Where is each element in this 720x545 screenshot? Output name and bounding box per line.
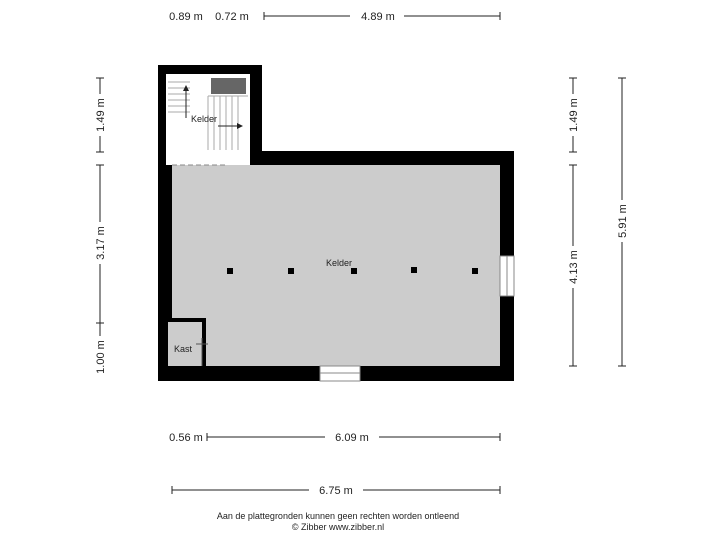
dim-left-a-bg [92,94,108,136]
dim-right-a-bg [565,94,581,136]
dim-left-a: 1.49 m [95,98,107,132]
wall-stair-right [250,65,262,165]
dim-top-c-bg [350,9,404,22]
dim-left-b: 3.17 m [95,226,107,260]
dim-bottom-c: 6.75 m [319,485,353,497]
dim-right-c: 5.91 m [617,204,629,238]
dark-block [211,78,246,94]
dim-bottom-b-bg [325,430,379,443]
wall-main-top [250,151,514,165]
dim-right-c-bg [614,200,630,242]
column-marker-icon [472,268,478,274]
room-label-stair-area: Kelder [191,114,217,124]
dim-top-c: 4.89 m [361,11,395,23]
wall-right-upper [500,151,514,256]
stair-arrow-icon [183,85,243,129]
footer-copyright: © Zibber www.zibber.nl [292,522,384,532]
closet [164,318,208,370]
dim-bottom-c-bg [309,483,363,496]
dim-right-b-bg [565,246,581,288]
footer-disclaimer: Aan de plattegronden kunnen geen rechten… [217,511,459,521]
dim-bottom-b: 6.09 m [335,432,369,444]
room-label-closet: Kast [174,344,193,354]
column-markers [227,267,478,274]
window-bottom [319,365,361,382]
room-label-main: Kelder [326,258,352,268]
dim-bottom-a: 0.56 m [169,432,203,444]
window-right [499,255,515,297]
floor-main [172,165,500,366]
dim-top-b: 0.72 m [215,11,249,23]
dim-left-c: 1.00 m [95,340,107,374]
dim-right-a: 1.49 m [568,98,580,132]
wall-bottom-right [360,366,514,381]
wall-stair-top [158,65,262,74]
column-marker-icon [411,267,417,273]
column-marker-icon [351,268,357,274]
column-marker-icon [227,268,233,274]
dim-top-a: 0.89 m [169,11,203,23]
dim-right-b: 4.13 m [568,250,580,284]
dim-left-c-bg [92,336,108,378]
dim-left-b-bg [92,222,108,264]
wall-right-lower [500,296,514,381]
floor-stair-landing [166,151,250,165]
column-marker-icon [288,268,294,274]
